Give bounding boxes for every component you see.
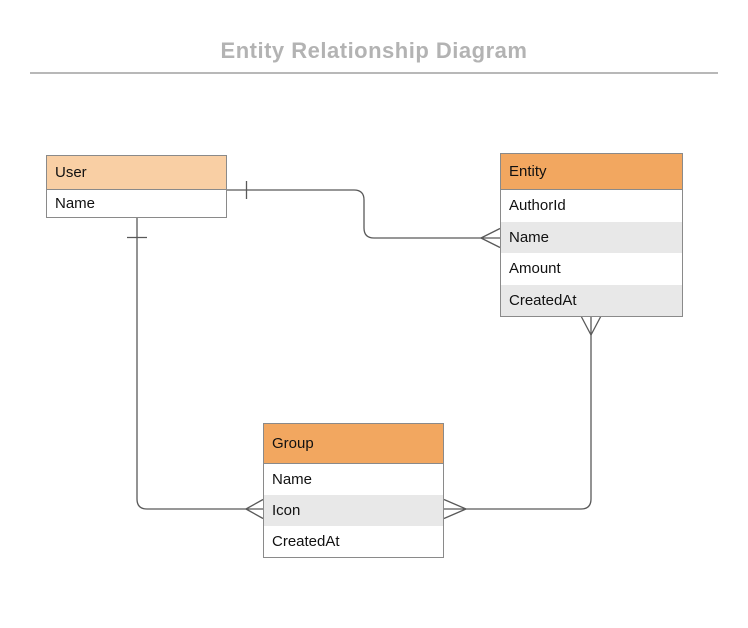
title-divider [30,72,718,74]
connector-line [444,316,592,510]
table-header[interactable]: Group [264,424,443,464]
table-row-icon[interactable]: Icon [264,495,443,526]
table-row-createdat[interactable]: CreatedAt [501,284,682,316]
relationship-user-entity[interactable] [227,181,501,249]
page-title: Entity Relationship Diagram [220,38,528,63]
table-row-authorid[interactable]: AuthorId [501,190,682,222]
entity-table-group[interactable]: Group Name Icon CreatedAt [263,423,444,558]
table-row-name[interactable]: Name [501,221,682,253]
table-row-name[interactable]: Name [264,464,443,495]
crows-foot-many-icon [443,498,467,520]
connector-line [136,218,263,510]
crows-foot-many-icon [480,227,501,249]
entity-table-entity[interactable]: Entity AuthorId Name Amount CreatedAt [500,153,683,317]
table-header[interactable]: User [47,156,226,190]
entity-table-user[interactable]: User Name [46,155,227,218]
table-row-createdat[interactable]: CreatedAt [264,526,443,557]
table-row-amount[interactable]: Amount [501,253,682,285]
connector-line [227,189,500,239]
table-header[interactable]: Entity [501,154,682,190]
relationship-user-group[interactable] [127,218,264,520]
relationship-entity-group[interactable] [443,315,602,520]
crows-foot-many-icon [580,315,602,336]
crows-foot-many-icon [245,498,264,520]
table-row-name[interactable]: Name [47,190,226,217]
